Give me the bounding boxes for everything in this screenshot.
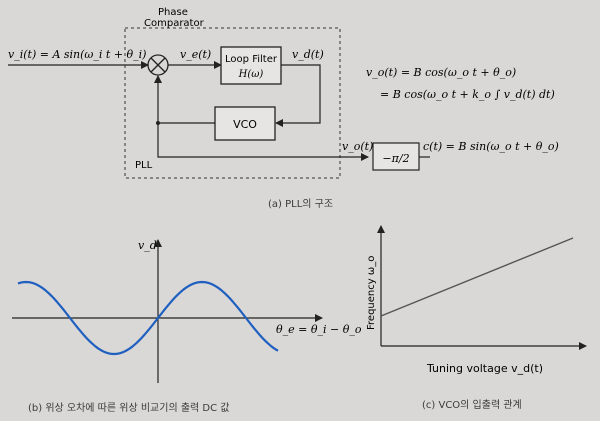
vco-output-line [157,123,369,161]
phase-detector-plot: v_d θ_e = θ_i − θ_o (b) 위상 오차에 따른 위상 비교기… [12,239,362,414]
loop-filter-tf: H(ω) [238,69,264,80]
equation-line-2: = B cos(ω_o t + k_o ∫ v_d(t) dt) [380,88,555,101]
output-signal-label: c(t) = B sin(ω_o t + θ_o) [423,140,559,153]
phase-comparator-label-line2: Comparator [144,18,205,29]
c-x-axis-label: Tuning voltage v_d(t) [426,362,543,375]
input-signal-label: v_i(t) = A sin(ω_i t + θ_i) [8,48,146,61]
caption-a: (a) PLL의 구조 [268,198,333,210]
vco-output-label: v_o(t) [342,140,373,153]
filter-output-label: v_d(t) [292,48,324,61]
phase-comparator-label-line1: Phase [158,7,188,18]
pll-boundary [124,27,341,179]
c-y-axis-label: Frequency ω_o [366,256,377,330]
error-signal-label: v_e(t) [180,48,211,61]
caption-b: (b) 위상 오차에 따른 위상 비교기의 출력 DC 값 [28,401,229,414]
vco-line [380,237,574,317]
pll-block-diagram: Phase Comparator v_i(t) = A sin(ω_i t + … [8,7,559,210]
vco-characteristic-plot: Frequency ω_o Tuning voltage v_d(t) (c) … [366,225,587,411]
sine-curve [17,280,279,356]
loop-filter-block [220,46,282,85]
filter-output-line [275,64,321,127]
vco-label: VCO [233,118,257,131]
caption-c: (c) VCO의 입출력 관계 [422,398,522,411]
pll-label: PLL [135,160,153,171]
phase-shifter-label: −π/2 [382,152,409,165]
b-x-axis-label: θ_e = θ_i − θ_o [276,323,362,336]
multiplier [147,54,169,76]
feedback-line [154,75,215,124]
b-y-axis-label: v_d [138,239,157,252]
equation-line-1: v_o(t) = B cos(ω_o t + θ_o) [366,66,516,79]
phase-shifter-block [372,142,420,171]
loop-filter-label: Loop Filter [225,54,278,65]
